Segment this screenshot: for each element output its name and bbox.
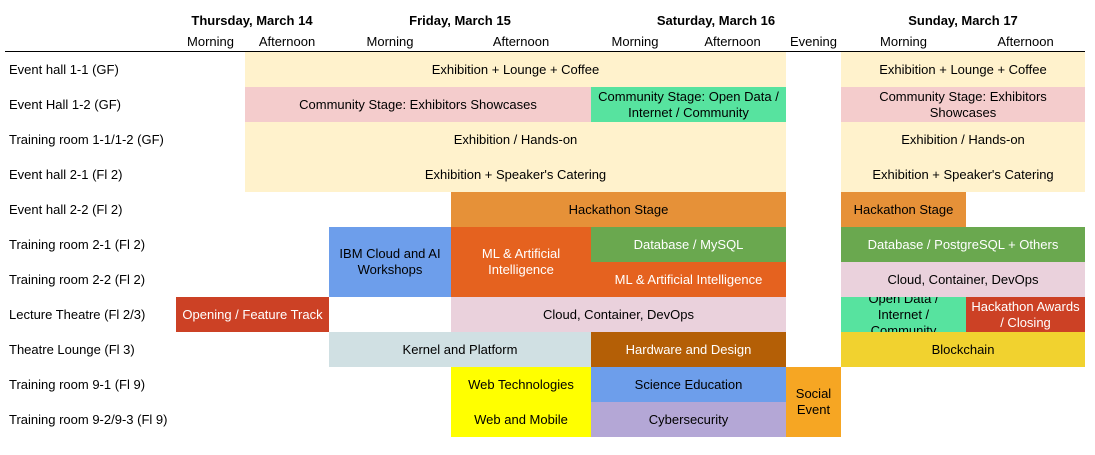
room-label-training-9-1: Training room 9-1 (Fl 9) <box>9 377 146 392</box>
day-header-saturday: Saturday, March 16 <box>656 13 776 28</box>
session-block[interactable]: Database / PostgreSQL + Others <box>841 227 1085 262</box>
period-fri-afternoon: Afternoon <box>492 34 550 49</box>
period-sat-afternoon: Afternoon <box>704 34 761 49</box>
day-header-sunday: Sunday, March 17 <box>908 13 1018 28</box>
day-header-friday: Friday, March 15 <box>409 13 511 28</box>
session-block[interactable]: Opening / Feature Track <box>176 297 329 332</box>
period-thu-morning: Morning <box>187 34 234 49</box>
period-sun-afternoon: Afternoon <box>997 34 1054 49</box>
room-label-lecture-theatre: Lecture Theatre (Fl 2/3) <box>9 307 146 322</box>
session-block[interactable]: Hackathon Stage <box>451 192 786 227</box>
session-block[interactable]: ML & Artificial Intelligence <box>451 227 591 297</box>
session-block[interactable]: Exhibition / Hands-on <box>841 122 1085 157</box>
session-block[interactable]: Database / MySQL <box>591 227 786 262</box>
session-block[interactable]: Web and Mobile <box>451 402 591 437</box>
period-sun-morning: Morning <box>880 34 927 49</box>
session-block[interactable]: Social Event <box>786 367 841 437</box>
session-block[interactable]: Blockchain <box>841 332 1085 367</box>
room-label-event-hall-2-2: Event hall 2-2 (Fl 2) <box>9 202 123 217</box>
period-sat-evening: Evening <box>790 34 837 49</box>
session-block[interactable]: Exhibition + Lounge + Coffee <box>841 52 1085 87</box>
session-block[interactable]: Cloud, Container, DevOps <box>451 297 786 332</box>
room-label-training-9-2: Training room 9-2/9-3 (Fl 9) <box>9 412 168 427</box>
room-label-training-1-1: Training room 1-1/1-2 (GF) <box>9 132 164 147</box>
session-block[interactable]: ML & Artificial Intelligence <box>591 262 786 297</box>
period-thu-afternoon: Afternoon <box>258 34 316 49</box>
session-block[interactable]: Community Stage: Exhibitors Showcases <box>245 87 591 122</box>
session-block[interactable]: Exhibition + Lounge + Coffee <box>245 52 786 87</box>
room-label-event-hall-2-1: Event hall 2-1 (Fl 2) <box>9 167 123 182</box>
session-block[interactable]: Hardware and Design <box>591 332 786 367</box>
session-block[interactable]: Cybersecurity <box>591 402 786 437</box>
room-label-event-hall-1-1: Event hall 1-1 (GF) <box>9 62 119 77</box>
period-fri-morning: Morning <box>366 34 414 49</box>
session-block[interactable]: Hackathon Awards / Closing <box>966 297 1085 332</box>
day-header-thursday: Thursday, March 14 <box>191 13 313 28</box>
room-label-event-hall-1-2: Event Hall 1-2 (GF) <box>9 97 121 112</box>
header-divider <box>5 51 1085 52</box>
session-block[interactable]: Community Stage: Exhibitors Showcases <box>841 87 1085 122</box>
period-sat-morning: Morning <box>611 34 659 49</box>
room-label-training-2-2: Training room 2-2 (Fl 2) <box>9 272 146 287</box>
session-block[interactable]: Exhibition + Speaker's Catering <box>245 157 786 192</box>
session-block[interactable]: Kernel and Platform <box>329 332 591 367</box>
session-block[interactable]: Hackathon Stage <box>841 192 966 227</box>
room-label-theatre-lounge: Theatre Lounge (Fl 3) <box>9 342 135 357</box>
session-block[interactable]: Exhibition + Speaker's Catering <box>841 157 1085 192</box>
session-block[interactable]: Science Education <box>591 367 786 402</box>
session-block[interactable]: Cloud, Container, DevOps <box>841 262 1085 297</box>
session-block[interactable]: Exhibition / Hands-on <box>245 122 786 157</box>
session-block[interactable]: Open Data / Internet / Community <box>841 297 966 332</box>
session-block[interactable]: Web Technologies <box>451 367 591 402</box>
session-block[interactable]: Community Stage: Open Data / Internet / … <box>591 87 786 122</box>
room-label-training-2-1: Training room 2-1 (Fl 2) <box>9 237 146 252</box>
session-block[interactable]: IBM Cloud and AI Workshops <box>329 227 451 297</box>
